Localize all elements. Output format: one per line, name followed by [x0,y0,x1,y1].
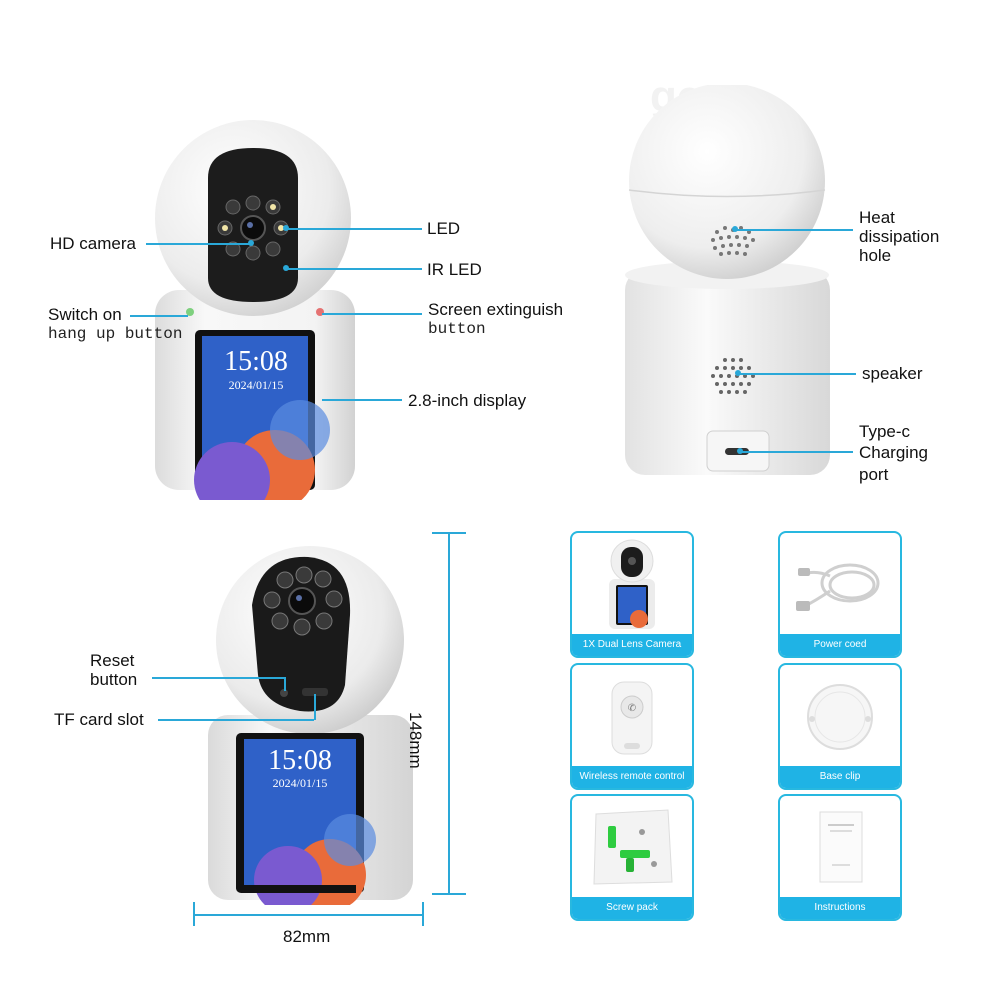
mini-camera-icon [609,539,655,629]
label-screen-extinguish: Screen extinguish [428,300,564,319]
side-screen-date: 2024/01/15 [272,776,328,790]
label-hd-camera: HD camera [50,234,136,253]
accessory-caption: Screw pack [572,897,692,919]
accessory-caption: 1X Dual Lens Camera [572,634,692,656]
label-reset-2: button [90,670,138,689]
height-dimension-line [448,532,450,894]
label-hang-up-button: hang up button [48,325,183,343]
remote-control-icon: ✆ [611,681,653,755]
accessory-card-screw-pack: Screw pack [570,794,694,921]
accessory-caption: Base clip [780,766,900,788]
label-tf-card-slot: TF card slot [54,710,144,729]
manual-icon [819,811,863,883]
label-heat-1: Heat [859,208,895,227]
usb-cable-icon [796,563,880,611]
label-heat-2: dissipation [859,227,940,246]
svg-text:✆: ✆ [628,703,636,714]
accessory-card-power-cord: Power coed [778,531,902,658]
label-display: 2.8-inch display [408,391,527,410]
accessory-card-camera: 1X Dual Lens Camera [570,531,694,658]
label-reset-1: Reset [90,651,135,670]
back-camera-illustration [625,85,830,475]
accessory-caption: Wireless remote control [572,766,692,788]
label-typec-3: port [859,465,889,484]
label-height-148mm: 148mm [406,712,425,769]
label-typec-1: Type-c [859,422,911,441]
front-screen-date: 2024/01/15 [228,378,284,392]
side-camera-illustration [208,546,413,905]
label-typec-2: Charging [859,443,928,462]
front-screen-time: 15:08 [224,346,288,377]
front-camera-illustration [155,120,355,500]
base-clip-icon [807,684,873,750]
label-screen-extinguish-button: button [428,320,486,338]
accessory-card-base-clip: Base clip [778,663,902,790]
accessory-card-remote: ✆ Wireless remote control [570,663,694,790]
label-width-82mm: 82mm [283,927,331,946]
accessory-card-instructions: Instructions [778,794,902,921]
label-led: LED [427,219,461,238]
screw-pack-icon [593,809,673,885]
accessory-caption: Power coed [780,634,900,656]
label-switch-on: Switch on [48,305,122,324]
label-speaker: speaker [862,364,923,383]
accessory-caption: Instructions [780,897,900,919]
label-heat-3: hole [859,246,892,265]
side-screen-time: 15:08 [268,745,332,776]
label-ir-led: IR LED [427,260,482,279]
width-dimension-line [193,914,423,916]
